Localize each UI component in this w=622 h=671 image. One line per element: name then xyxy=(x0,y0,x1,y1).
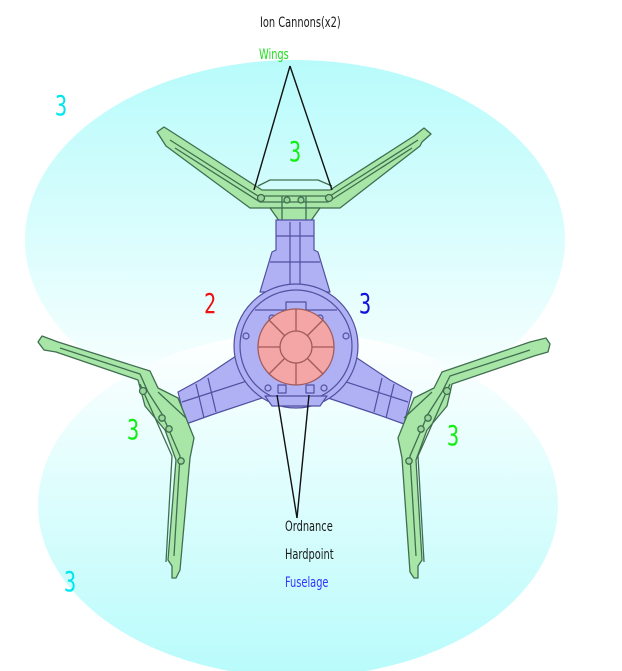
hardpoint-label: Hardpoint xyxy=(285,547,334,563)
ordnance-label: Ordnance xyxy=(285,519,333,535)
left-wing xyxy=(37,335,195,579)
fuselage-label: Fuselage xyxy=(285,575,329,591)
zone-number-fuselage-left: 2 xyxy=(204,287,217,320)
zone-number-fuselage-right: 3 xyxy=(359,287,372,320)
zone-number-bottom-left: 3 xyxy=(64,565,77,598)
right-wing xyxy=(397,337,551,579)
cockpit xyxy=(257,308,335,386)
ordnance-leader-lines xyxy=(276,394,310,519)
ion-cannons-label: Ion Cannons(x2) xyxy=(260,15,341,31)
zone-number-top-left: 3 xyxy=(55,89,68,122)
zone-number-top-wing: 3 xyxy=(289,135,302,168)
ion-cannon-leader-lines xyxy=(253,65,333,191)
zone-number-right-wing: 3 xyxy=(447,419,460,452)
wings-label: Wings xyxy=(259,47,289,63)
zone-number-left-wing: 3 xyxy=(127,413,140,446)
